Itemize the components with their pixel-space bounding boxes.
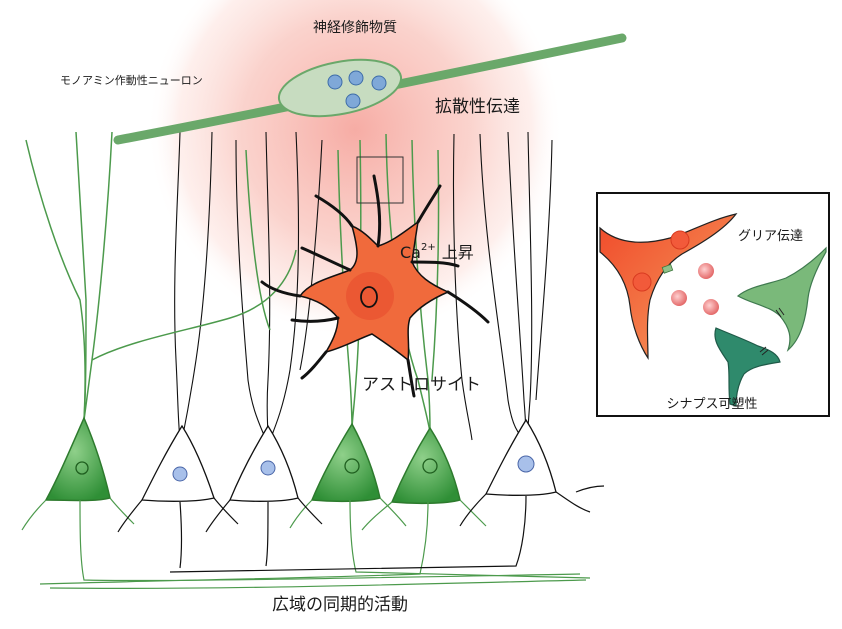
gliotransmitter-vesicle xyxy=(703,299,719,315)
astrocyte xyxy=(260,174,490,398)
label-neuromodulator: 神経修飾物質 xyxy=(313,20,397,36)
inset-postsynaptic-spine xyxy=(714,327,781,407)
label-calcium-rise: Ca2+ 上昇 xyxy=(400,242,474,262)
astrocyte-nucleus xyxy=(360,286,378,308)
label-widespread-activity: 広域の同期的活動 xyxy=(272,595,408,615)
monoamine-neuron xyxy=(113,33,627,145)
apical-dendrites-black xyxy=(174,131,553,441)
label-glial-transmission: グリア伝達 xyxy=(738,229,803,244)
pyramidal-neuron-white-3 xyxy=(484,418,557,496)
pyramidal-neuron-white-1 xyxy=(140,424,215,502)
glial-transmission-inset xyxy=(596,192,830,417)
pyramidal-neuron-green-2 xyxy=(310,422,381,503)
basal-dendrites-and-axons xyxy=(21,485,605,589)
calcium-rise-text: 上昇 xyxy=(442,243,474,262)
label-synaptic-plasticity: シナプス可塑性 xyxy=(666,397,757,412)
label-volume-transmission: 拡散性伝達 xyxy=(435,97,520,117)
neuromodulator-diffusion-cloud xyxy=(147,0,563,338)
calcium-ion-charge: 2+ xyxy=(421,242,436,253)
gliotransmitter-vesicle xyxy=(698,263,714,279)
label-monoamine-neuron: モノアミン作動性ニューロン xyxy=(60,73,203,87)
pyramidal-neuron-white-2 xyxy=(229,424,299,502)
gliotransmitter-vesicle xyxy=(671,290,687,306)
monoamine-varicosity xyxy=(277,58,403,118)
pyramidal-neuron-green-3 xyxy=(390,426,461,505)
zoom-region-box xyxy=(356,156,404,204)
calcium-ion-symbol: Ca xyxy=(400,243,421,262)
label-astrocyte: アストロサイト xyxy=(362,375,481,395)
pyramidal-neuron-green-1 xyxy=(44,416,111,502)
